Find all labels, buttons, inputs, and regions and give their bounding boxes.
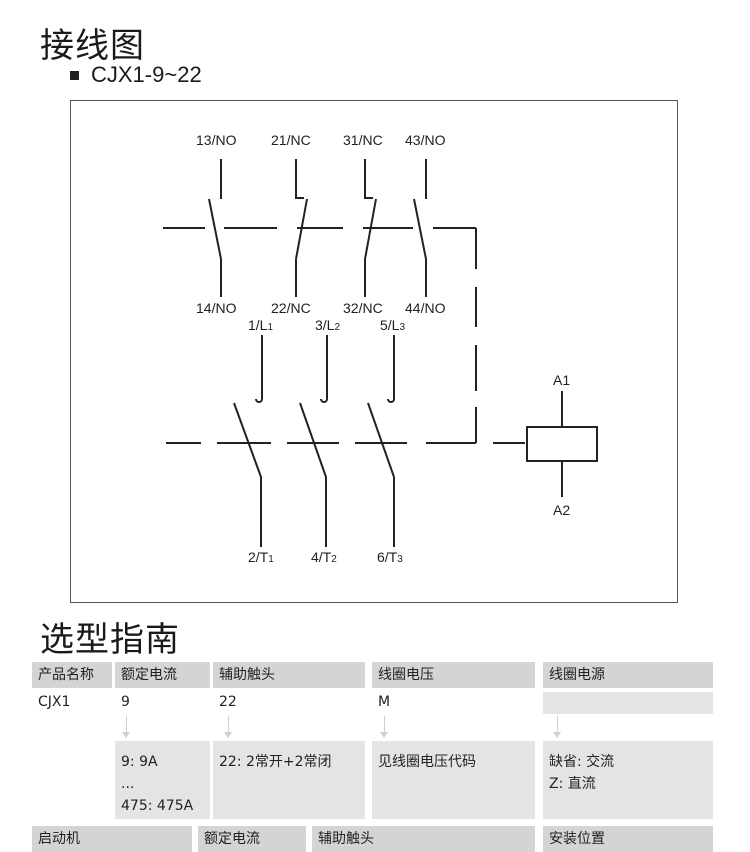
next-header-starter: 启动机	[32, 826, 192, 852]
main-terminal-label: 2/T1	[248, 549, 274, 565]
value-product-name: CJX1	[38, 694, 71, 710]
main-terminal-label: 1/L1	[248, 317, 273, 333]
aux-terminal-label: 44/NO	[405, 300, 446, 316]
aux-terminal-label: 43/NO	[405, 132, 446, 148]
next-header-mounting: 安装位置	[543, 826, 713, 852]
terminal-sub-text: 2	[334, 322, 341, 333]
value-coil-power	[543, 692, 713, 714]
aux-contact-blade	[208, 198, 222, 260]
terminal-main-text: 1/L	[248, 317, 268, 333]
main-contact-blade	[233, 402, 262, 478]
terminal-main-text: 4/T	[311, 549, 332, 565]
value-aux-contacts: 22	[219, 694, 237, 710]
aux-contact-blade	[413, 198, 427, 260]
model-label: CJX1-9~22	[91, 62, 202, 87]
terminal-main-text: 6/T	[377, 549, 398, 565]
aux-terminal-label: 14/NO	[196, 300, 237, 316]
model-subtitle: CJX1-9~22	[70, 62, 202, 88]
value-rated-current: 9	[121, 694, 130, 710]
main-contact-hook	[387, 398, 395, 403]
main-terminal-label: 5/L3	[380, 317, 405, 333]
main-terminal-label: 6/T3	[377, 549, 403, 565]
wiring-diagram: 13/NO 21/NC 31/NC 43/NO 14/NO 22/NC 32/N…	[70, 100, 678, 603]
header-rated-current: 额定电流	[115, 662, 210, 688]
aux-terminal-label: 22/NC	[271, 300, 311, 316]
main-contact-hook	[255, 398, 263, 403]
terminal-sub-text: 3	[399, 322, 406, 333]
terminal-sub-text: 1	[268, 554, 274, 565]
value-coil-voltage: M	[378, 694, 391, 710]
terminal-main-text: 2/T	[248, 549, 269, 565]
bullet-icon	[70, 70, 79, 80]
main-contact-blade	[367, 402, 395, 478]
aux-terminal-label: 31/NC	[343, 132, 383, 148]
explain-coil-voltage: 见线圈电压代码	[372, 741, 535, 819]
explain-coil-power: 缺省: 交流 Z: 直流	[543, 741, 713, 819]
explain-rated-current: 9: 9A ... 475: 475A	[115, 741, 210, 819]
header-coil-power: 线圈电源	[543, 662, 713, 688]
header-aux-contacts: 辅助触头	[213, 662, 365, 688]
coil-box	[526, 426, 598, 462]
next-header-current: 额定电流	[198, 826, 306, 852]
terminal-sub-text: 3	[397, 554, 403, 565]
header-coil-voltage: 线圈电压	[372, 662, 535, 688]
aux-terminal-label: 21/NC	[271, 132, 311, 148]
main-contact-blade	[299, 402, 327, 478]
aux-terminal-label: 32/NC	[343, 300, 383, 316]
main-terminal-label: 4/T2	[311, 549, 337, 565]
wiring-title: 接线图	[40, 26, 145, 66]
header-product-name: 产品名称	[32, 662, 112, 688]
terminal-main-text: 5/L	[380, 317, 400, 333]
selection-title: 选型指南	[40, 620, 180, 660]
next-header-aux: 辅助触头	[312, 826, 535, 852]
wiring-diagram-svg	[163, 159, 598, 547]
terminal-sub-text: 1	[267, 322, 274, 333]
aux-terminal-label: 13/NO	[196, 132, 237, 148]
coil-terminal-a1: A1	[553, 372, 571, 388]
coil-terminal-a2: A2	[553, 502, 571, 518]
terminal-main-text: 3/L	[315, 317, 335, 333]
main-terminal-label: 3/L2	[315, 317, 340, 333]
main-contact-hook	[320, 398, 328, 403]
explain-aux-contacts: 22: 2常开+2常闭	[213, 741, 365, 819]
terminal-sub-text: 2	[331, 554, 337, 565]
